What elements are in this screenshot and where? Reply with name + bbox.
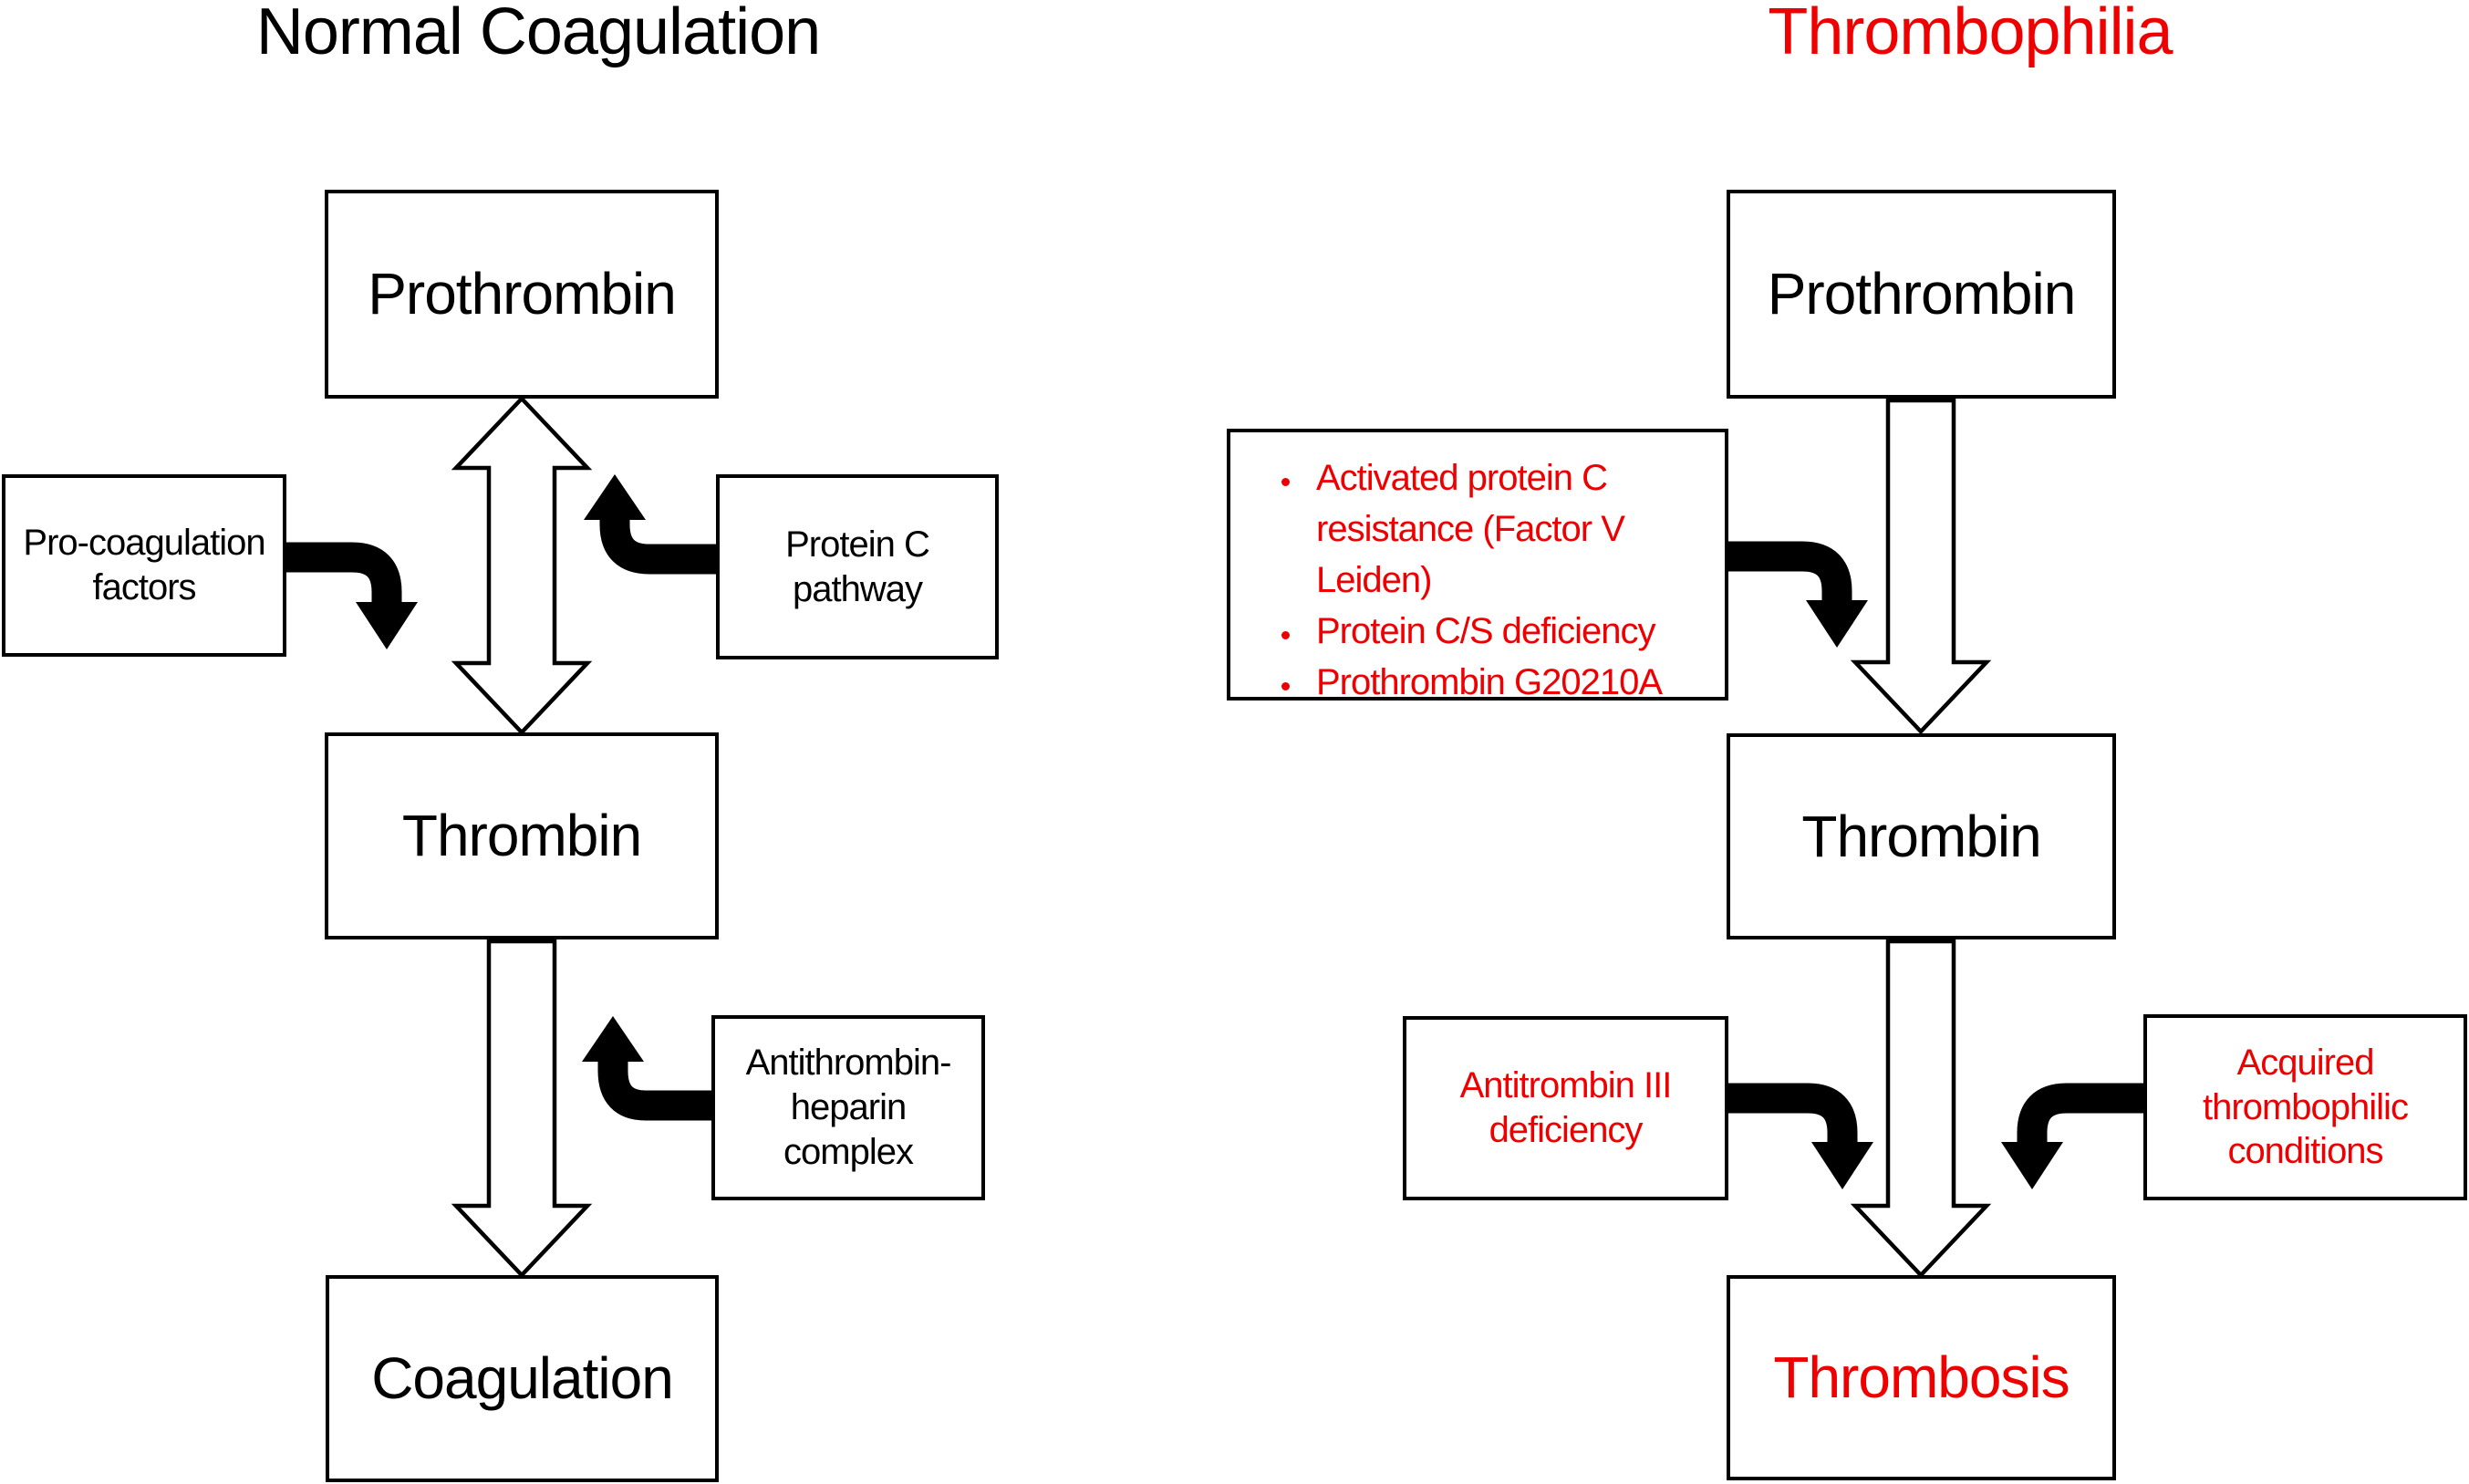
box-antithrombin-heparin-complex: Antithrombin-heparin complex (711, 1015, 985, 1200)
box-thrombin-left: Thrombin (325, 732, 719, 939)
box-protein-c-pathway: Protein C pathway (716, 474, 999, 659)
box-coagulation-label: Coagulation (371, 1345, 674, 1412)
risk-factor-item: Prothrombin G20210A (1303, 657, 1716, 708)
antitrombin-deficiency-elbow-arrow-icon (1728, 1083, 1873, 1189)
box-thrombin-left-label: Thrombin (401, 803, 642, 869)
box-thrombin-right: Thrombin (1727, 733, 2116, 939)
genetic-risk-factor-list: Activated protein C resistance (Factor V… (1230, 452, 1716, 708)
protein-c-elbow-arrow-icon (584, 474, 716, 575)
risk-factor-item: Protein C/S deficiency (1303, 606, 1716, 657)
box-prothrombin-left: Prothrombin (325, 190, 719, 399)
box-antithrombin-heparin-complex-label: Antithrombin-heparin complex (745, 1043, 952, 1172)
box-acquired-thrombophilic-conditions-label: Acquired thrombophilic conditions (2203, 1042, 2409, 1172)
box-pro-coagulation-factors: Pro-coagulation factors (2, 474, 286, 657)
box-thrombosis: Thrombosis (1727, 1275, 2116, 1480)
box-prothrombin-right: Prothrombin (1727, 190, 2116, 399)
thrombin-to-thrombosis-arrow-icon (1850, 939, 1992, 1279)
box-prothrombin-right-label: Prothrombin (1767, 261, 2077, 327)
box-protein-c-pathway-label: Protein C pathway (785, 524, 930, 609)
box-pro-coagulation-factors-label: Pro-coagulation factors (23, 523, 265, 607)
left-column-title: Normal Coagulation (255, 0, 821, 68)
acquired-conditions-elbow-arrow-icon (2001, 1083, 2143, 1189)
pro-coagulation-elbow-arrow-icon (285, 542, 418, 649)
box-acquired-thrombophilic-conditions: Acquired thrombophilic conditions (2143, 1014, 2467, 1200)
box-genetic-risk-factors: Activated protein C resistance (Factor V… (1227, 429, 1728, 702)
right-column-title: Thrombophilia (1768, 0, 2173, 68)
prothrombin-to-thrombin-arrow-icon (1850, 398, 1992, 735)
balance-double-arrow-icon (451, 395, 593, 736)
thrombin-to-coagulation-arrow-icon (451, 939, 593, 1279)
box-coagulation: Coagulation (326, 1275, 719, 1482)
risk-factor-item: Activated protein C resistance (Factor V… (1303, 452, 1716, 606)
box-thrombin-right-label: Thrombin (1801, 803, 2041, 869)
box-prothrombin-left-label: Prothrombin (368, 261, 677, 327)
box-thrombosis-label: Thrombosis (1773, 1344, 2070, 1411)
box-antitrombin-iii-deficiency: Antitrombin III deficiency (1403, 1016, 1728, 1200)
antithrombin-elbow-arrow-icon (582, 1016, 711, 1121)
box-antitrombin-iii-deficiency-label: Antitrombin III deficiency (1459, 1065, 1673, 1150)
risk-factors-elbow-arrow-icon (1727, 541, 1868, 648)
